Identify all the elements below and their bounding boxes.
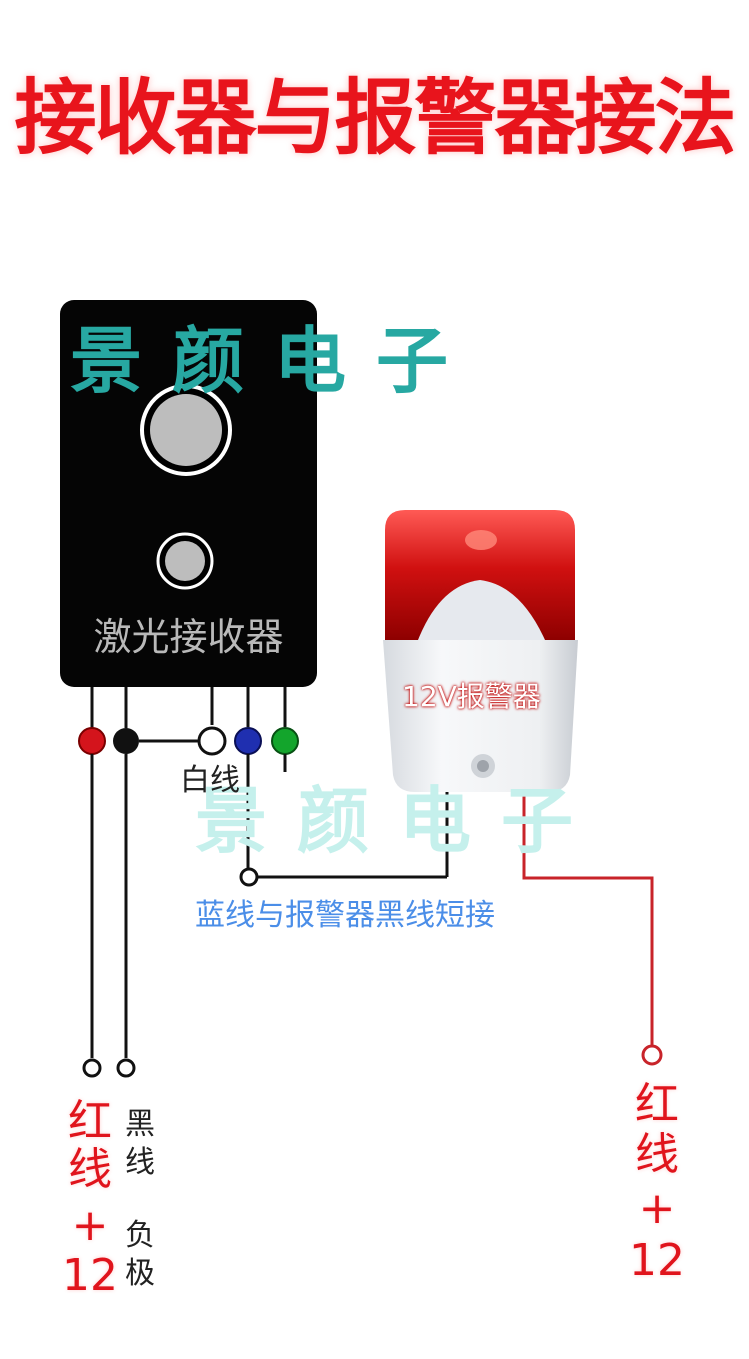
alarm-red-wire (522, 790, 663, 1066)
receiver-label: 激光接收器 (93, 615, 284, 659)
black-terminal (113, 728, 139, 754)
watermark-middle: 景颜电子 (195, 779, 604, 863)
laser-receiver-box (60, 300, 317, 687)
page-title: 接收器与报警器接法 (14, 71, 736, 166)
green-terminal (271, 727, 299, 755)
receiver-wire-stubs (90, 687, 287, 728)
label-char: 红 (68, 1096, 112, 1147)
label-char: 线 (635, 1129, 679, 1180)
white-wire-label: 白线 (180, 763, 240, 798)
red-terminal (78, 727, 106, 755)
label-char: 12 (62, 1250, 118, 1301)
left-black-end-terminal (116, 1058, 136, 1078)
alarm-siren (383, 510, 578, 792)
label-char: 极 (125, 1255, 155, 1291)
watermark-top: 景颜电子 (70, 319, 479, 403)
label-char: + (71, 1200, 109, 1251)
label-char: 线 (68, 1144, 112, 1195)
alarm-label: 12V报警器 (402, 680, 541, 713)
label-char: 红 (635, 1079, 679, 1130)
left-black-wire-label: 黑 线 负 极 (122, 1106, 158, 1292)
receiver-output-wires (90, 739, 449, 1058)
left-red-wire-label: 红 线 + 12 (62, 1100, 118, 1298)
label-char: + (638, 1183, 676, 1234)
white-terminal (197, 726, 227, 756)
receiver-large-lens (140, 384, 232, 476)
blue-wire-note: 蓝线与报警器黑线短接 (195, 898, 495, 933)
label-char: 线 (125, 1144, 155, 1180)
label-char: 12 (629, 1235, 685, 1286)
label-char: 负 (125, 1218, 155, 1253)
left-red-end-terminal (82, 1058, 102, 1078)
right-red-wire-label: 红 线 + 12 (628, 1083, 686, 1283)
blue-terminal (234, 727, 262, 755)
label-char: 黑 (125, 1107, 155, 1142)
blue-black-junction (239, 867, 259, 887)
receiver-small-lens (156, 532, 214, 590)
